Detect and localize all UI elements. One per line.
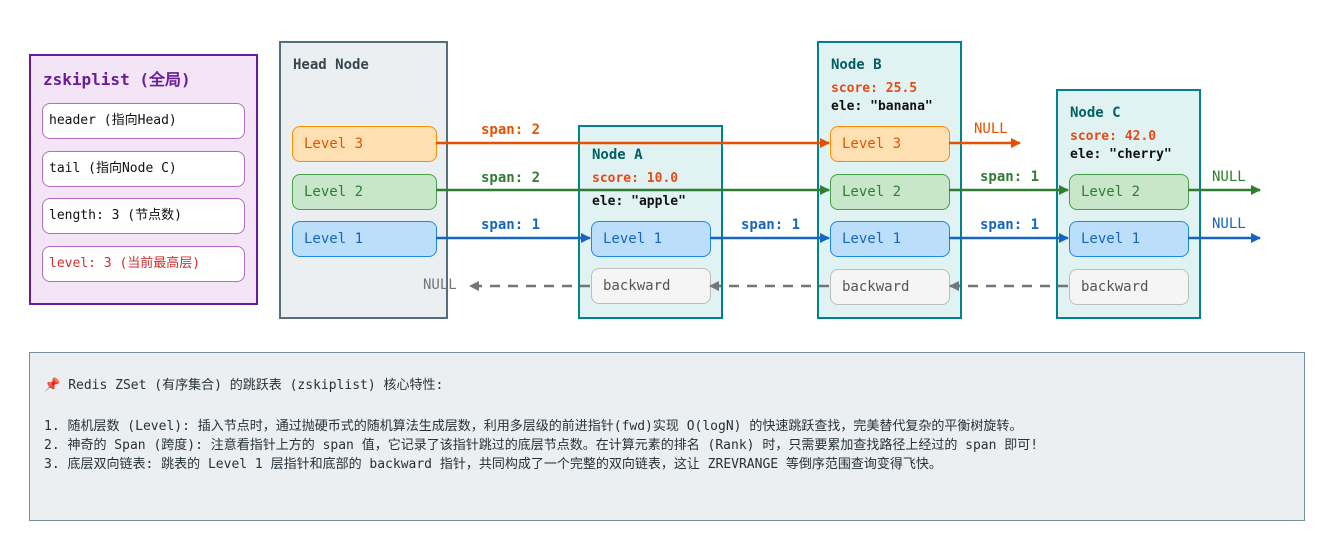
head-level-3: Level 3 xyxy=(292,126,437,162)
c-l1-null-label: NULL xyxy=(1212,216,1246,232)
zskiplist-level-field: level: 3 (当前最高层) xyxy=(42,246,245,282)
b-l1-span-label: span: 1 xyxy=(980,217,1040,233)
node-c-title: Node C xyxy=(1070,105,1121,121)
node-a: Node A score: 10.0 ele: "apple" Level 1 … xyxy=(578,125,723,319)
node-b-backward: backward xyxy=(830,269,950,305)
node-b-level-3: Level 3 xyxy=(830,126,950,162)
node-b: Node B score: 25.5 ele: "banana" Level 3… xyxy=(817,41,962,319)
node-a-title: Node A xyxy=(592,147,643,163)
b-l3-null-label: NULL xyxy=(974,121,1008,137)
head-l1-span-label: span: 1 xyxy=(481,217,541,233)
node-b-level-1: Level 1 xyxy=(830,221,950,257)
node-a-score: score: 10.0 xyxy=(592,171,679,186)
note-item-1: 1. 随机层数 (Level): 插入节点时，通过抛硬币式的随机算法生成层数，利… xyxy=(44,419,1023,434)
zskiplist-header-field: header (指向Head) xyxy=(42,103,245,139)
node-c-backward: backward xyxy=(1069,269,1189,305)
node-c-level-2: Level 2 xyxy=(1069,174,1189,210)
a-l1-span-label: span: 1 xyxy=(741,217,801,233)
note-item-2: 2. 神奇的 Span (跨度): 注意看指针上方的 span 值，它记录了该指… xyxy=(44,438,1039,453)
node-b-score: score: 25.5 xyxy=(831,81,918,96)
node-a-level-1: Level 1 xyxy=(591,221,711,257)
head-l2-span-label: span: 2 xyxy=(481,170,541,186)
head-node-title: Head Node xyxy=(293,57,369,73)
zskiplist-length-field: length: 3 (节点数) xyxy=(42,198,245,234)
c-l2-null-label: NULL xyxy=(1212,169,1246,185)
head-l3-span-label: span: 2 xyxy=(481,122,541,138)
zskiplist-title: zskiplist (全局) xyxy=(43,70,191,89)
note-item-3: 3. 底层双向链表: 跳表的 Level 1 层指针和底部的 backward … xyxy=(44,457,942,472)
node-a-backward: backward xyxy=(591,268,711,304)
node-b-ele: ele: "banana" xyxy=(831,99,933,114)
notes-heading-text: Redis ZSet (有序集合) 的跳跃表 (zskiplist) 核心特性: xyxy=(68,378,444,393)
head-level-2: Level 2 xyxy=(292,174,437,210)
pushpin-icon: 📌 xyxy=(44,378,61,393)
node-b-level-2: Level 2 xyxy=(830,174,950,210)
head-level-1: Level 1 xyxy=(292,221,437,257)
zskiplist-tail-field: tail (指向Node C) xyxy=(42,151,245,187)
node-b-title: Node B xyxy=(831,57,882,73)
node-a-ele: ele: "apple" xyxy=(592,194,686,209)
zskiplist-panel: zskiplist (全局) header (指向Head) tail (指向N… xyxy=(29,54,258,305)
node-c-level-1: Level 1 xyxy=(1069,221,1189,257)
b-l2-span-label: span: 1 xyxy=(980,169,1040,185)
node-c: Node C score: 42.0 ele: "cherry" Level 2… xyxy=(1056,89,1201,319)
node-c-ele: ele: "cherry" xyxy=(1070,147,1172,162)
notes-panel: 📌 Redis ZSet (有序集合) 的跳跃表 (zskiplist) 核心特性… xyxy=(29,352,1305,521)
head-node: Head Node Level 3 Level 2 Level 1 xyxy=(279,41,448,319)
node-c-score: score: 42.0 xyxy=(1070,129,1157,144)
backward-null-label: NULL xyxy=(423,277,457,293)
notes-heading: 📌 Redis ZSet (有序集合) 的跳跃表 (zskiplist) 核心特性… xyxy=(44,374,443,393)
